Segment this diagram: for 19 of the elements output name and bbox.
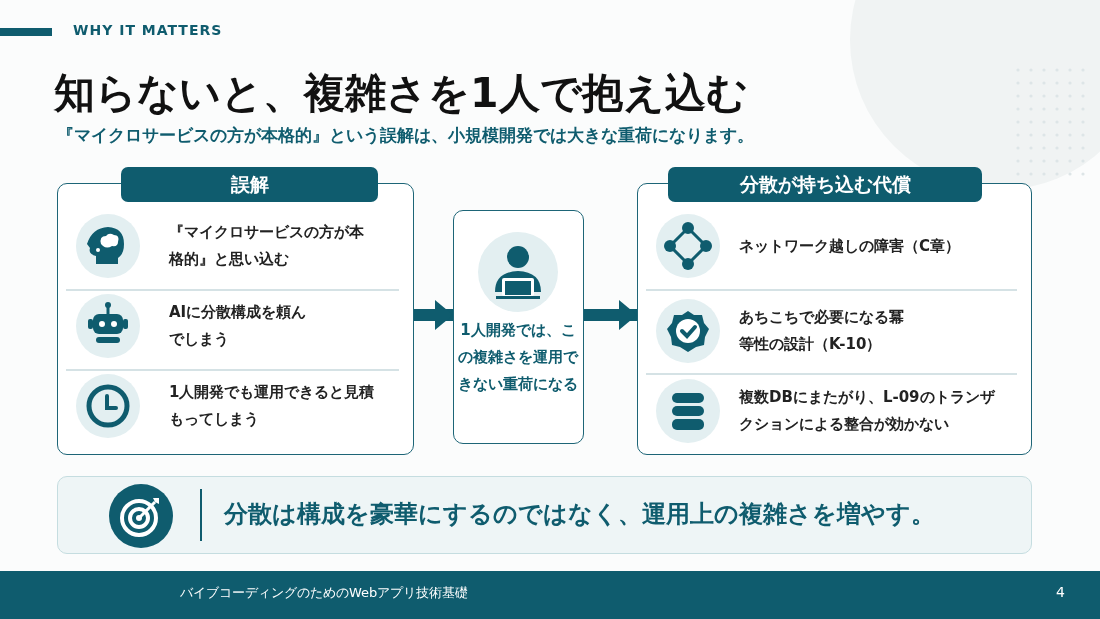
- subtitle: 『マイクロサービスの方が本格的』という誤解は、小規模開発では大きな重荷になります。: [57, 125, 754, 147]
- page-number: 4: [1056, 584, 1065, 600]
- item-text: 複数DBにまたがり、L-09のトランザクションによる整合が効かない: [739, 387, 996, 435]
- item-text: AIに分散構成を頼んでしまう: [169, 302, 308, 350]
- heading-tab: 誤解: [121, 167, 378, 202]
- item-text: あちこちで必要になる冪等性の設計（K-10）: [739, 307, 905, 355]
- title: 知らないと、複雑さを1人で抱え込む: [54, 68, 748, 119]
- footer-text: バイブコーディングのためのWebアプリ技術基礎: [180, 584, 469, 602]
- item-text: 1人開発でも運用できると見積もってしまう: [169, 382, 376, 430]
- section-label: WHY IT MATTERS: [73, 22, 223, 38]
- heading-tab: 分散が持ち込む代償: [668, 167, 982, 202]
- panel: [453, 210, 584, 444]
- key-message: 分散は構成を豪華にするのではなく、運用上の複雑さを増やす。: [224, 499, 935, 530]
- arrow: [414, 300, 453, 330]
- arrow: [584, 300, 637, 330]
- message-banner: [57, 476, 1032, 554]
- result-text: 1人開発では、この複雑さを運用できない重荷になる: [458, 320, 578, 395]
- item-text: ネットワーク越しの障害（C章）: [739, 235, 961, 257]
- item-text: 『マイクロサービスの方が本格的』と思い込む: [169, 222, 365, 270]
